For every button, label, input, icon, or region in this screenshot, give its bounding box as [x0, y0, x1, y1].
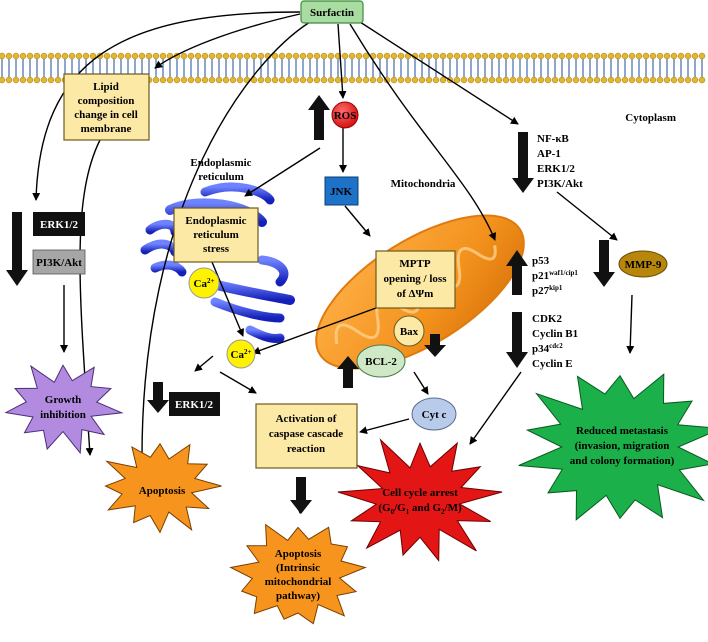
nfkb-item: NF-κB [537, 133, 569, 145]
pi3k-left-node: PI3K/Akt [32, 249, 86, 275]
ca-cyto-node: Ca2+ [226, 339, 256, 369]
lipid-line-4: membrane [81, 123, 132, 135]
reduced-metastasis-star: Reduced metastasis (invasion, migration … [518, 373, 708, 521]
mitochondria-label: Mitochondria [391, 178, 456, 190]
ap1-item: AP-1 [537, 148, 561, 160]
pi3k-left-label: PI3K/Akt [36, 257, 82, 269]
p34-sup: cdc2 [549, 342, 563, 350]
bcl2-up-arrow [337, 356, 359, 388]
mmp9-node: MMP-9 [618, 250, 668, 278]
ros-node: ROS [331, 101, 359, 129]
er-stress-line-2: reticulum [193, 229, 239, 241]
bax-down-arrow [424, 334, 446, 357]
p21-item: p21 [532, 270, 549, 282]
erk-mid-down-arrow [147, 382, 169, 413]
er-label-1: Endoplasmic [190, 157, 251, 169]
erk-left-down-arrow [6, 212, 28, 286]
jnk-node: JNK [324, 176, 359, 206]
metastasis-line-3: and colony formation) [570, 455, 675, 467]
cell-cycle-line-2: (G0/G1 and G2/M) [378, 502, 462, 516]
surfactin-node: Surfactin [300, 0, 364, 24]
mmp9-label: MMP-9 [625, 259, 662, 271]
caspase-down-arrow [290, 477, 312, 514]
cdk-list: CDK2 Cyclin B1 p34cdc2 Cyclin E [532, 313, 578, 370]
cyclinb1-item: Cyclin B1 [532, 328, 578, 340]
nfkb-list: NF-κB AP-1 ERK1/2 PI3K/Akt [537, 133, 583, 190]
jnk-label: JNK [330, 186, 352, 198]
apoptosis-intrinsic-line-3: mitochondrial [265, 576, 332, 588]
growth-line-2: inhibition [40, 409, 86, 421]
apoptosis-intrinsic-line-1: Apoptosis [275, 548, 322, 560]
surfactin-label: Surfactin [310, 7, 354, 19]
ros-label: ROS [334, 110, 357, 122]
metastasis-line-2: (invasion, migration [575, 440, 670, 452]
erk-mid-label: ERK1/2 [175, 399, 213, 411]
cell-cycle-arrest-star: Cell cycle arrest (G0/G1 and G2/M) [337, 438, 503, 562]
apoptosis-star: Apoptosis [104, 442, 222, 534]
cytoplasm-label: Cytoplasm [625, 112, 676, 124]
svg-text:p21waf1/cip1: p21waf1/cip1 [532, 269, 578, 282]
cytc-node: Cyt c [411, 397, 457, 431]
erk-left-label: ERK1/2 [40, 219, 78, 231]
p53-up-arrow [506, 250, 528, 295]
mptp-line-3: of ΔΨm [397, 288, 434, 300]
caspase-line-3: reaction [287, 443, 325, 455]
erk-item: ERK1/2 [537, 163, 575, 175]
metastasis-line-1: Reduced metastasis [576, 425, 669, 437]
pi3k-item: PI3K/Akt [537, 178, 583, 190]
cdk-down-arrow [506, 312, 528, 368]
mptp-box: MPTP opening / loss of ΔΨm [375, 250, 456, 309]
bcl2-node: BCL-2 [356, 344, 406, 378]
mptp-line-1: MPTP [399, 258, 430, 270]
p27-item: p27 [532, 285, 550, 297]
er-stress-line-3: stress [203, 243, 230, 255]
cdk2-item: CDK2 [532, 313, 562, 325]
mptp-line-2: opening / loss [384, 273, 448, 285]
lipid-line-1: Lipid [93, 81, 119, 93]
p34-item: p34 [532, 343, 550, 355]
er-stress-line-1: Endoplasmic [185, 215, 246, 227]
regulation-arrows [6, 95, 615, 514]
ca-er-node: Ca2+ [188, 267, 220, 299]
apoptosis-intrinsic-star: Apoptosis (Intrinsic mitochondrial pathw… [229, 523, 367, 625]
mmp9-down-arrow [593, 240, 615, 287]
p27-sup: kip1 [549, 284, 563, 292]
cell-cycle-line-1: Cell cycle arrest [382, 487, 458, 499]
svg-text:p34cdc2: p34cdc2 [532, 342, 563, 355]
svg-text:p27kip1: p27kip1 [532, 284, 563, 297]
bax-node: Bax [393, 315, 425, 347]
apoptosis-intrinsic-line-4: pathway) [276, 590, 320, 602]
pathway-arrows [32, 11, 635, 514]
p53-item: p53 [532, 255, 550, 267]
caspase-line-1: Activation of [276, 413, 337, 425]
caspase-box: Activation of caspase cascade reaction [255, 403, 358, 469]
bax-label: Bax [400, 326, 419, 338]
er-stress-box: Endoplasmic reticulum stress [173, 207, 259, 263]
er-label-2: reticulum [198, 171, 244, 183]
ca-cyto-label: Ca2+ [231, 348, 252, 361]
p21-sup: waf1/cip1 [549, 269, 578, 277]
ros-up-arrow [308, 95, 330, 140]
erk-left-node: ERK1/2 [33, 212, 85, 236]
growth-line-1: Growth [45, 394, 81, 406]
nfkb-down-arrow [512, 132, 534, 193]
erk-mid-node: ERK1/2 [169, 392, 220, 416]
apoptosis-intrinsic-line-2: (Intrinsic [276, 562, 320, 574]
cytc-label: Cyt c [422, 409, 447, 421]
lipid-line-2: composition [78, 95, 135, 107]
lipid-change-box: Lipid composition change in cell membran… [63, 73, 150, 141]
growth-inhibition-star: Growth inhibition [4, 364, 124, 455]
p53-list: p53 p21waf1/cip1 p27kip1 [532, 255, 578, 297]
bcl2-label: BCL-2 [365, 356, 397, 368]
cycline-item: Cyclin E [532, 358, 573, 370]
ca-er-label: Ca2+ [194, 277, 215, 290]
apoptosis-label: Apoptosis [139, 485, 186, 497]
lipid-line-3: change in cell [74, 109, 138, 121]
caspase-line-2: caspase cascade [269, 428, 343, 440]
